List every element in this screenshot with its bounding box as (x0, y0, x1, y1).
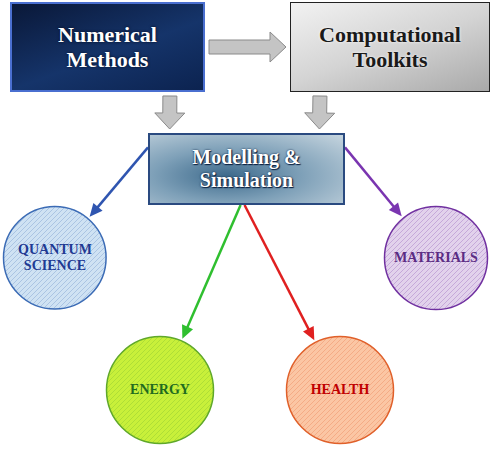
domain-label: QUANTUM SCIENCE (10, 242, 100, 274)
box-title: Computational Toolkits (300, 22, 480, 73)
circle-fill (4, 207, 107, 310)
arrowhead (182, 324, 193, 338)
domain-circle: QUANTUM SCIENCE (2, 205, 108, 311)
domain-label: ENERGY (130, 382, 190, 398)
domain-circle: HEALTH (285, 335, 395, 445)
method-box: Numerical Methods (10, 2, 205, 92)
process-box: Modelling & Simulation (148, 133, 345, 205)
arrowhead (303, 326, 314, 340)
text-holder: Computational Toolkits (291, 3, 489, 91)
arrow-line (345, 147, 394, 207)
block-arrow-shape (305, 96, 335, 129)
domain-circle: MATERIALS (383, 205, 489, 311)
text-holder: Modelling & Simulation (150, 135, 343, 203)
text-holder: MATERIALS (383, 205, 489, 311)
arrow-connector (90, 147, 148, 216)
text-holder: ENERGY (105, 335, 215, 445)
text-holder: QUANTUM SCIENCE (2, 205, 108, 311)
domain-label: MATERIALS (394, 250, 478, 266)
block-arrow (209, 32, 286, 62)
block-arrow (155, 96, 185, 129)
box-title: Numerical Methods (20, 22, 195, 73)
circle-fill (385, 207, 488, 310)
circle-fill (107, 337, 214, 444)
block-arrow-shape (155, 96, 185, 129)
arrow-line (187, 205, 240, 328)
arrow-connector (245, 205, 315, 340)
arrowhead (90, 203, 103, 217)
arrow-line (97, 147, 148, 207)
text-holder: Numerical Methods (12, 4, 203, 90)
circle-fill (287, 337, 394, 444)
arrowhead (389, 202, 402, 216)
domain-circle: ENERGY (105, 335, 215, 445)
toolkit-box: Computational Toolkits (290, 2, 490, 92)
arrow-line (245, 205, 309, 330)
domain-label: HEALTH (311, 382, 370, 398)
block-arrow (305, 96, 335, 129)
block-arrow-shape (209, 32, 286, 62)
arrow-connector (182, 205, 241, 339)
text-holder: HEALTH (285, 335, 395, 445)
box-title: Modelling & Simulation (158, 146, 335, 192)
arrow-connector (345, 147, 402, 216)
